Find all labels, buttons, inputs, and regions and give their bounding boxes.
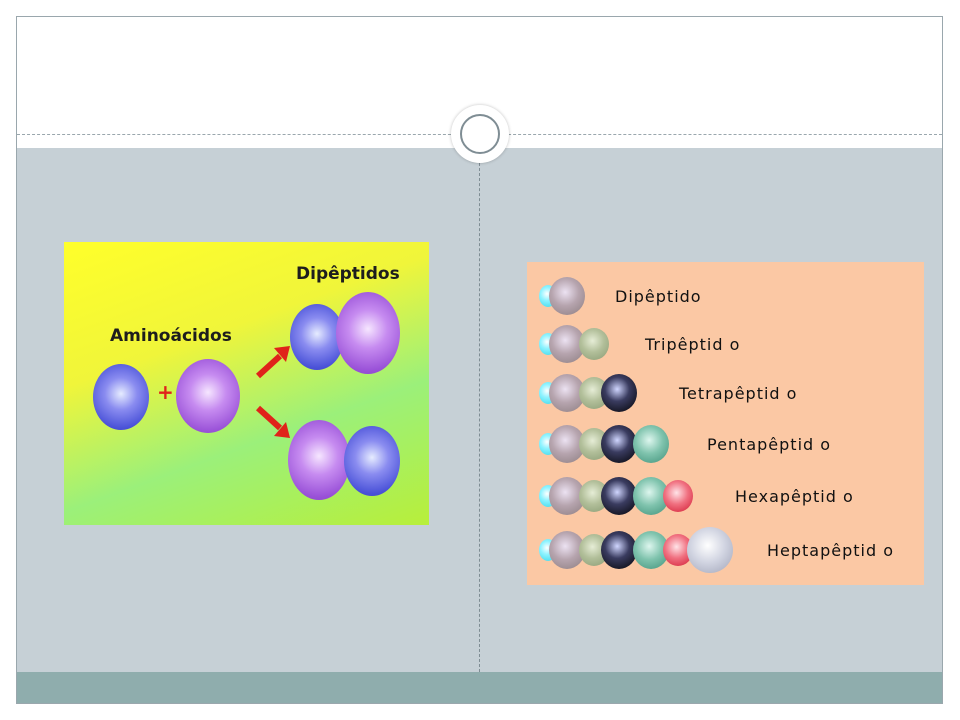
arrow-up-icon	[255, 346, 290, 379]
amino-acid-bead-tan	[549, 277, 585, 315]
circle-ornament-icon	[451, 105, 509, 163]
dipeptide-formation-diagram: Dipêptidos Aminoácidos +	[64, 242, 429, 525]
amino-acid-bead-black	[601, 477, 637, 515]
footer-bar	[17, 672, 942, 703]
dipeptides-heading: Dipêptidos	[296, 264, 400, 284]
amino-acid-bead-teal	[633, 425, 669, 463]
peptide-chain-label: Heptapêptid o	[767, 541, 895, 560]
peptide-chain-6: Heptapêptid o	[527, 526, 924, 574]
amino-acid-bead-olive	[579, 328, 609, 360]
amino-acid-purple	[176, 359, 240, 433]
amino-acid-blue	[93, 364, 149, 430]
amino-acid-bead-grey	[687, 527, 733, 573]
ornament-ring	[460, 114, 500, 154]
peptide-chain-4: Pentapêptid o	[527, 420, 924, 468]
peptide-chain-1: Dipêptido	[527, 272, 924, 320]
peptide-chain-label: Hexapêptid o	[735, 487, 854, 506]
peptide-chain-label: Pentapêptid o	[707, 435, 832, 454]
amino-acid-bead-black	[601, 425, 637, 463]
arrows	[255, 346, 290, 438]
column-divider	[479, 148, 480, 672]
plus-sign: +	[157, 380, 174, 404]
dipeptide-bottom-blue	[344, 426, 400, 496]
peptide-chain-label: Tripêptid o	[645, 335, 741, 354]
dipeptide-top-blue	[290, 304, 344, 370]
peptide-chain-5: Hexapêptid o	[527, 472, 924, 520]
peptide-chain-label: Tetrapêptid o	[679, 384, 798, 403]
dipeptide-top-purple	[336, 292, 400, 374]
peptide-chain-2: Tripêptid o	[527, 320, 924, 368]
arrow-down-icon	[255, 405, 290, 438]
peptide-chain-label: Dipêptido	[615, 287, 702, 306]
amino-acid-bead-black	[601, 374, 637, 412]
amino-acid-bead-red	[663, 480, 693, 512]
peptide-chain-3: Tetrapêptid o	[527, 369, 924, 417]
aminoacids-heading: Aminoácidos	[110, 326, 232, 346]
amino-acid-bead-black	[601, 531, 637, 569]
dipeptide-bottom-purple	[288, 420, 350, 500]
